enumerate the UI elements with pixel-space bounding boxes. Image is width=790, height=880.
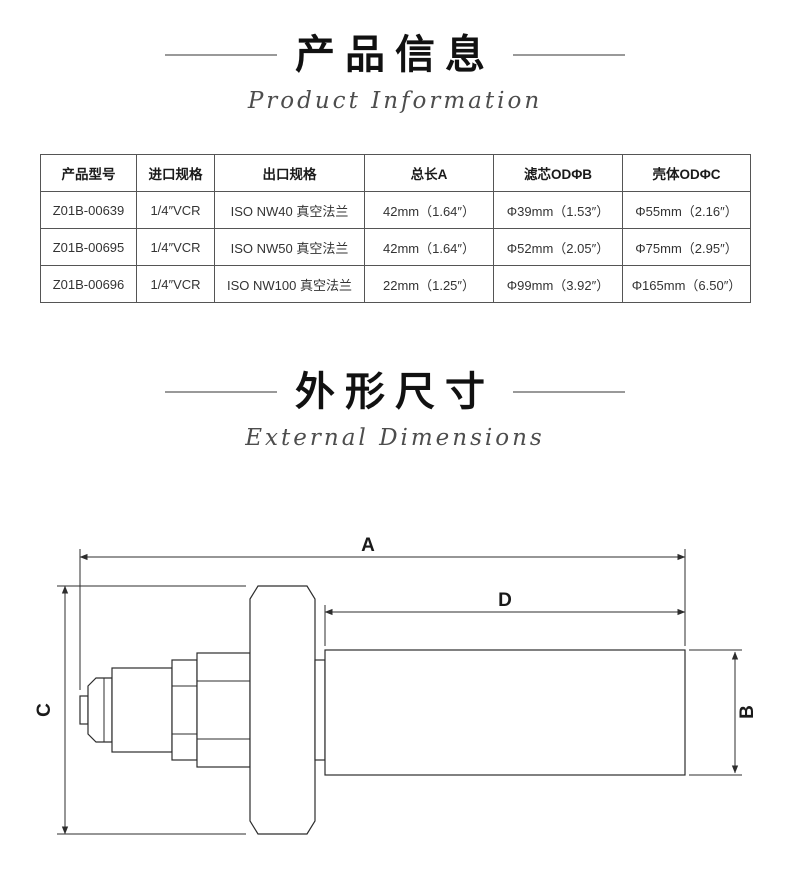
section-product-info-header: 产品信息 Product Information bbox=[0, 0, 790, 114]
table-cell-length: 42mm（1.64″） bbox=[364, 228, 494, 266]
table-cell-inlet: 1/4″VCR bbox=[136, 228, 215, 266]
dim-label-c: C bbox=[34, 703, 55, 717]
table-cell-filter-od: Φ39mm（1.53″） bbox=[493, 191, 623, 229]
dim-label-b: B bbox=[737, 705, 758, 719]
table-cell-length: 22mm（1.25″） bbox=[364, 265, 494, 303]
section-external-dimensions-header: 外形尺寸 External Dimensions bbox=[0, 367, 790, 451]
title-rule-left bbox=[165, 391, 277, 393]
small-hex-section bbox=[171, 659, 198, 761]
filter-assembly bbox=[79, 585, 686, 835]
table-row: Z01B-00639 1/4″VCR ISO NW40 真空法兰 42mm（1.… bbox=[40, 191, 751, 229]
title-row: 产品信息 bbox=[0, 30, 790, 80]
section-subtitle-product-info: Product Information bbox=[247, 88, 543, 114]
table-cell-housing-od: Φ165mm（6.50″） bbox=[622, 265, 751, 303]
table-header-row: 产品型号 进口规格 出口规格 总长A 滤芯ODΦB 壳体ODΦC bbox=[40, 154, 751, 192]
table-cell-housing-od: Φ75mm（2.95″） bbox=[622, 228, 751, 266]
column-header-model: 产品型号 bbox=[40, 154, 137, 192]
technical-drawing: A D C B bbox=[34, 535, 758, 835]
table-row: Z01B-00695 1/4″VCR ISO NW50 真空法兰 42mm（1.… bbox=[40, 228, 751, 266]
section-subtitle-external-dimensions: External Dimensions bbox=[245, 425, 545, 451]
vcr-stub bbox=[79, 695, 89, 725]
vcr-nut-cap bbox=[87, 677, 113, 743]
neck bbox=[314, 659, 326, 761]
spec-table-wrap: 产品型号 进口规格 出口规格 总长A 滤芯ODΦB 壳体ODΦC Z01B-00… bbox=[40, 154, 751, 303]
table-cell-outlet: ISO NW40 真空法兰 bbox=[214, 191, 365, 229]
dimension-b: B bbox=[689, 649, 758, 776]
table-cell-model: Z01B-00639 bbox=[40, 191, 137, 229]
hex-nut bbox=[196, 652, 251, 768]
dimension-a: A bbox=[79, 535, 686, 690]
filter-element bbox=[324, 649, 686, 776]
section-title-product-info: 产品信息 bbox=[295, 33, 495, 77]
product-spec-table: 产品型号 进口规格 出口规格 总长A 滤芯ODΦB 壳体ODΦC Z01B-00… bbox=[40, 154, 751, 303]
title-rule-left bbox=[165, 54, 277, 56]
dimension-d: D bbox=[324, 590, 686, 646]
dim-label-d: D bbox=[498, 590, 512, 611]
table-cell-filter-od: Φ52mm（2.05″） bbox=[493, 228, 623, 266]
table-cell-inlet: 1/4″VCR bbox=[136, 191, 215, 229]
table-cell-housing-od: Φ55mm（2.16″） bbox=[622, 191, 751, 229]
table-cell-model: Z01B-00695 bbox=[40, 228, 137, 266]
dimension-c: C bbox=[34, 585, 246, 835]
table-cell-outlet: ISO NW100 真空法兰 bbox=[214, 265, 365, 303]
dim-label-a: A bbox=[361, 535, 375, 556]
column-header-housing-od: 壳体ODΦC bbox=[622, 154, 751, 192]
column-header-filter-od: 滤芯ODΦB bbox=[493, 154, 623, 192]
table-cell-filter-od: Φ99mm（3.92″） bbox=[493, 265, 623, 303]
column-header-outlet-spec: 出口规格 bbox=[214, 154, 365, 192]
section-title-external-dimensions: 外形尺寸 bbox=[295, 370, 495, 414]
knurled-ring bbox=[111, 667, 173, 753]
title-rule-right bbox=[513, 391, 625, 393]
table-row: Z01B-00696 1/4″VCR ISO NW100 真空法兰 22mm（1… bbox=[40, 265, 751, 303]
title-rule-right bbox=[513, 54, 625, 56]
table-cell-outlet: ISO NW50 真空法兰 bbox=[214, 228, 365, 266]
table-cell-model: Z01B-00696 bbox=[40, 265, 137, 303]
table-cell-length: 42mm（1.64″） bbox=[364, 191, 494, 229]
table-cell-inlet: 1/4″VCR bbox=[136, 265, 215, 303]
title-row: 外形尺寸 bbox=[0, 367, 790, 417]
column-header-total-length: 总长A bbox=[364, 154, 494, 192]
flange bbox=[249, 585, 316, 835]
column-header-inlet-spec: 进口规格 bbox=[136, 154, 215, 192]
